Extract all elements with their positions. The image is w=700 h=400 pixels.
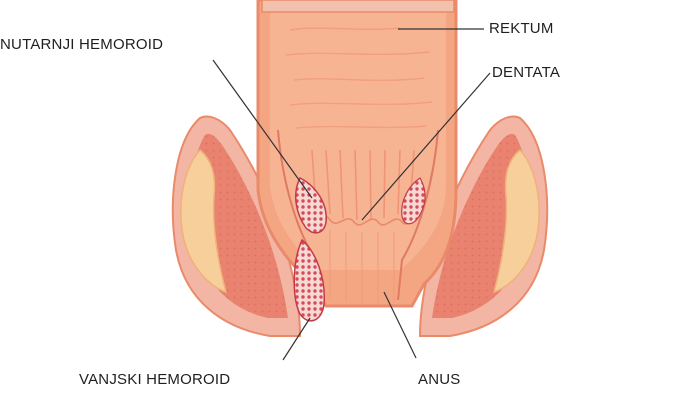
leader-external <box>282 317 311 361</box>
leader-anus <box>383 291 417 359</box>
external-hemorrhoid-shape <box>293 238 325 322</box>
leader-lines <box>212 28 491 361</box>
external-hemorrhoid-label: VANJSKI HEMOROID <box>79 371 231 388</box>
internal-hemorrhoid-shape <box>294 176 327 234</box>
rectum <box>256 0 458 308</box>
right-tissue <box>418 115 549 337</box>
leader-dentate <box>361 72 491 221</box>
dentate-line-label: DENTATA <box>492 64 561 81</box>
internal-hemorrhoid-label: NUTARNJI HEMOROID <box>0 36 164 53</box>
right-hemorrhoid-shape <box>401 177 426 225</box>
rectum-label: REKTUM <box>489 20 554 37</box>
left-tissue <box>171 115 302 337</box>
anus-label: ANUS <box>418 371 461 388</box>
leader-internal <box>212 59 313 199</box>
